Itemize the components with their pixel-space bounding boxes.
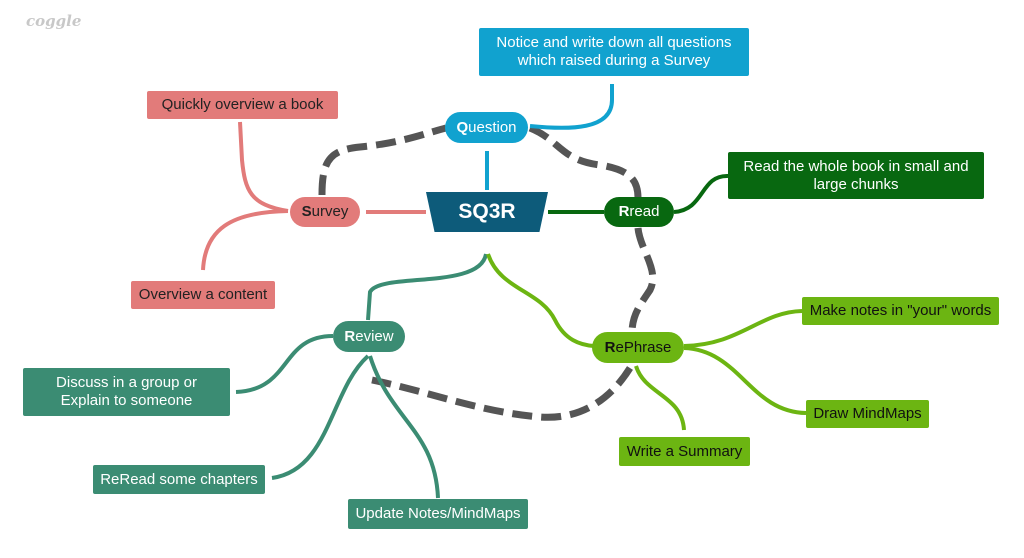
note-survey-1[interactable]: Quickly overview a book xyxy=(147,91,338,119)
link-review-note-3 xyxy=(368,355,440,499)
note-rephrase-3[interactable]: Write a Summary xyxy=(619,437,750,466)
dashed-link-rephrase-review xyxy=(371,366,633,421)
dashed-link-survey-question xyxy=(318,124,447,196)
note-rephrase-2[interactable]: Draw MindMaps xyxy=(806,400,929,428)
note-read-1[interactable]: Read the whole book in small and large c… xyxy=(728,152,984,199)
branch-rephrase-initial: R xyxy=(604,338,616,356)
center-node-sq3r[interactable]: SQ3R xyxy=(426,192,548,232)
link-rephrase-note-1 xyxy=(683,309,803,348)
branch-rephrase-label: ePhrase xyxy=(615,338,672,356)
link-survey-note-1 xyxy=(238,121,289,213)
note-review-3[interactable]: Update Notes/MindMaps xyxy=(348,499,528,529)
link-question-note xyxy=(529,84,614,130)
branch-review-initial: R xyxy=(344,327,356,345)
link-rephrase-note-2 xyxy=(683,346,807,415)
branch-question-label: uestion xyxy=(468,118,517,136)
branch-survey-initial: S xyxy=(301,203,312,220)
branch-survey-label: urvey xyxy=(311,203,349,220)
note-rephrase-1[interactable]: Make notes in "your" words xyxy=(802,297,999,325)
link-review-note-1 xyxy=(235,334,334,394)
note-question-1[interactable]: Notice and write down all questions whic… xyxy=(479,28,749,76)
note-review-1[interactable]: Discuss in a group or Explain to someone xyxy=(23,368,230,416)
link-center-review xyxy=(366,253,488,321)
branch-read-label: read xyxy=(629,203,660,220)
note-survey-2[interactable]: Overview a content xyxy=(131,281,275,309)
dashed-link-read-rephrase xyxy=(628,227,657,334)
link-survey-note-2 xyxy=(201,209,289,271)
branch-question-initial: Q xyxy=(456,118,469,136)
link-read-note xyxy=(673,173,729,214)
link-review-note-2 xyxy=(271,354,370,480)
branch-read-initial: R xyxy=(618,203,630,220)
link-rephrase-note-3 xyxy=(634,365,686,431)
dashed-link-question-read xyxy=(528,124,642,199)
coggle-logo: coggle xyxy=(26,12,82,30)
branch-review-label: eview xyxy=(355,327,394,345)
note-review-2[interactable]: ReRead some chapters xyxy=(93,465,265,494)
link-center-rephrase xyxy=(486,253,595,348)
